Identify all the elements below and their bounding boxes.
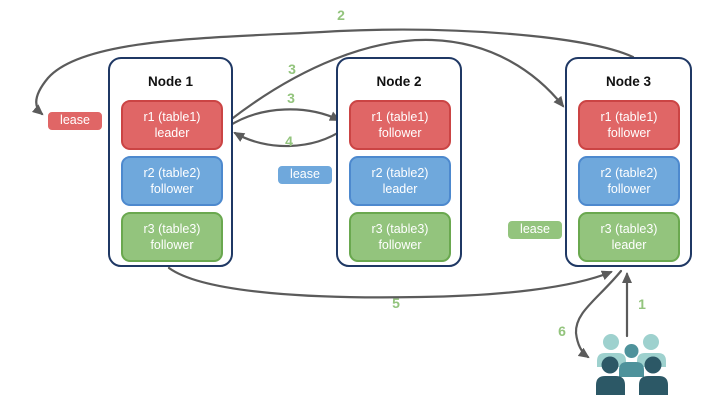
replica-role: follower — [378, 126, 422, 140]
arrow-step-2-gateway-to-leaseholder — [31, 28, 635, 116]
replica-name: r3 (table3) — [600, 221, 658, 236]
lease-badge-range2: lease — [277, 165, 333, 185]
replica-role: follower — [150, 238, 194, 252]
step-label-5: 5 — [392, 295, 400, 311]
arrow-step-6-node3-to-users — [574, 269, 623, 359]
node1-replica-r2: r2 (table2) follower — [121, 156, 223, 206]
replica-name: r2 (table2) — [600, 165, 658, 180]
replica-name: r3 (table3) — [371, 221, 429, 236]
replica-role: follower — [378, 238, 422, 252]
node2-replica-r2: r2 (table2) leader — [349, 156, 451, 206]
replica-name: r2 (table2) — [143, 165, 201, 180]
node-1: Node 1 r1 (table1) leader r2 (table2) fo… — [108, 57, 233, 267]
arrow-step-4-follower-ack-to-leader — [233, 127, 346, 148]
replica-role: follower — [607, 126, 651, 140]
replica-role: follower — [150, 182, 194, 196]
replica-name: r1 (table1) — [371, 109, 429, 124]
node2-replica-r1: r1 (table1) follower — [349, 100, 451, 150]
node-2-title: Node 2 — [376, 74, 422, 89]
lease-badge-range1: lease — [47, 111, 103, 131]
replica-name: r1 (table1) — [143, 109, 201, 124]
step-label-4: 4 — [285, 133, 293, 149]
users-group-icon — [596, 334, 668, 395]
step-label-6: 6 — [558, 323, 566, 339]
node1-replica-r1: r1 (table1) leader — [121, 100, 223, 150]
replica-role: leader — [154, 126, 190, 140]
node3-replica-r2: r2 (table2) follower — [578, 156, 680, 206]
node-2: Node 2 r1 (table1) follower r2 (table2) … — [336, 57, 462, 267]
node-3: Node 3 r1 (table1) follower r2 (table2) … — [565, 57, 692, 267]
replica-name: r2 (table2) — [371, 165, 429, 180]
replica-role: leader — [382, 182, 418, 196]
node3-replica-r1: r1 (table1) follower — [578, 100, 680, 150]
arrow-step-3-leader-to-node3-follower — [227, 38, 565, 123]
node-1-title: Node 1 — [147, 74, 193, 89]
replica-role: follower — [607, 182, 651, 196]
replica-name: r3 (table3) — [143, 221, 201, 236]
node-3-title: Node 3 — [605, 74, 651, 89]
step-label-3b: 3 — [287, 90, 295, 106]
node3-replica-r3: r3 (table3) leader — [578, 212, 680, 262]
arrow-step-5-node1-to-node3 — [167, 266, 613, 299]
replica-role: leader — [611, 238, 647, 252]
step-label-1: 1 — [638, 296, 646, 312]
step-label-2: 2 — [337, 7, 345, 23]
arrow-step-3-leader-to-node2-follower — [227, 108, 341, 128]
step-label-3a: 3 — [288, 61, 296, 77]
lease-badge-range3: lease — [507, 220, 563, 240]
node2-replica-r3: r3 (table3) follower — [349, 212, 451, 262]
replica-name: r1 (table1) — [600, 109, 658, 124]
node1-replica-r3: r3 (table3) follower — [121, 212, 223, 262]
